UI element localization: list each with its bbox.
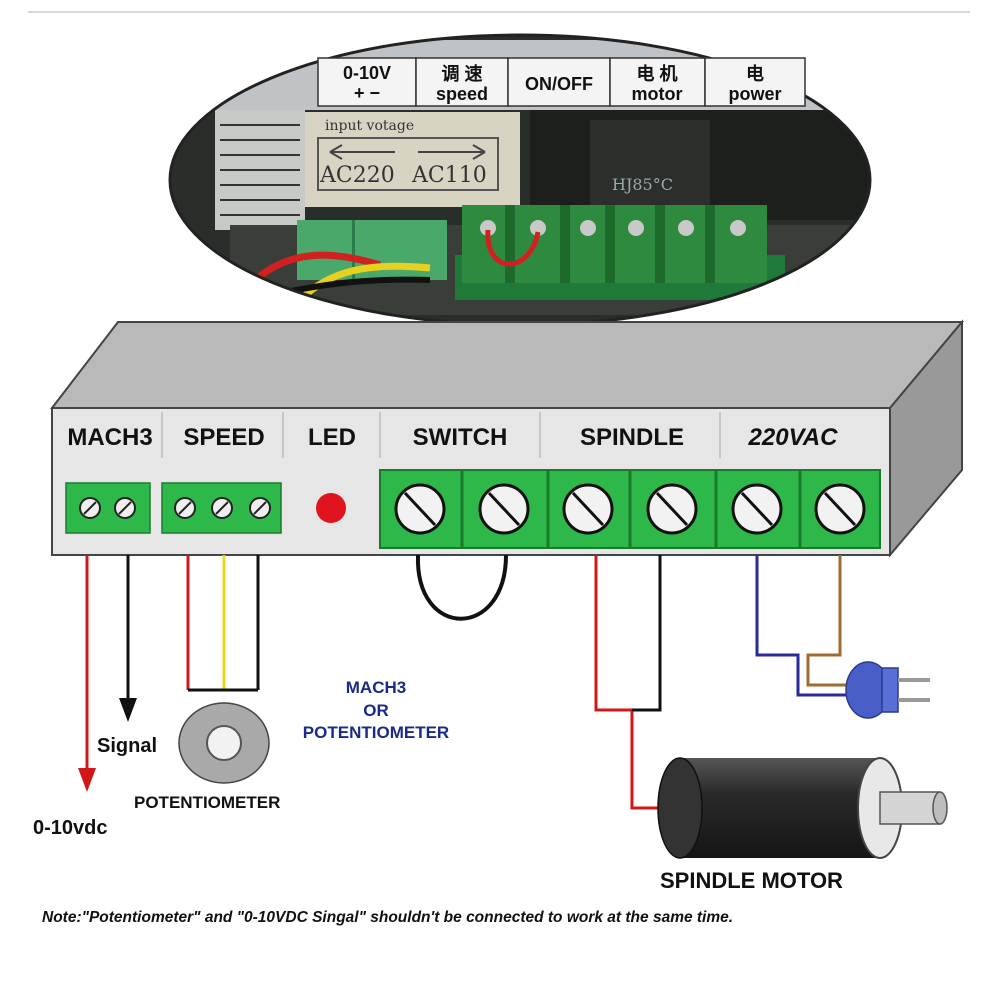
- photo-label-3-top: 电 机: [636, 63, 677, 84]
- ac-power-wires: [755, 555, 858, 697]
- mach3-wires: [78, 555, 137, 792]
- section-speed: SPEED: [183, 424, 264, 451]
- photo-label-3-bottom: motor: [632, 84, 683, 104]
- arrow-down-icon: [119, 698, 137, 722]
- mach3-or-pot-line1: MACH3: [346, 678, 406, 697]
- panel-section-labels: [161, 412, 721, 458]
- photo-label-2-top: ON/OFF: [525, 74, 593, 94]
- spindle-motor-label: SPINDLE MOTOR: [660, 868, 843, 893]
- voltage-label: 0-10vdc: [33, 817, 108, 839]
- photo-label-4-top: 电: [746, 63, 764, 84]
- controller-photo-inset: 0-10V + − 调 速 speed ON/OFF 电 机 motor 电 p…: [168, 33, 872, 327]
- section-spindle: SPINDLE: [580, 424, 684, 451]
- warning-note: Note:"Potentiometer" and "0-10VDC Singal…: [42, 909, 733, 926]
- power-plug-icon: [845, 661, 930, 719]
- section-mach3: MACH3: [67, 424, 152, 451]
- mach3-or-pot-line2: OR: [363, 701, 389, 720]
- ac220-label: AC220: [319, 163, 395, 188]
- speed-wires: [186, 555, 260, 692]
- photo-label-strip: [317, 57, 806, 107]
- speed-terminal: [161, 482, 282, 534]
- photo-label-0-bottom: + −: [354, 83, 380, 103]
- potentiometer-icon: [178, 702, 270, 784]
- mach3-terminal: [65, 482, 151, 534]
- mach3-or-pot-line3: POTENTIOMETER: [303, 723, 449, 742]
- input-voltage-label: input votage: [325, 118, 414, 134]
- photo-label-4-bottom: power: [728, 84, 781, 104]
- section-led: LED: [308, 424, 356, 451]
- ac110-label: AC110: [411, 163, 487, 188]
- signal-label: Signal: [97, 735, 157, 757]
- section-220vac: 220VAC: [748, 424, 839, 451]
- chip-text: HJ85°C: [612, 175, 673, 194]
- potentiometer-label: POTENTIOMETER: [134, 793, 280, 812]
- voltage-arrows-icon: [329, 144, 486, 160]
- arrow-down-icon: [78, 768, 96, 792]
- photo-label-1-bottom: speed: [436, 84, 488, 104]
- photo-label-1-top: 调 速: [441, 63, 482, 84]
- spindle-motor-icon: [657, 757, 948, 859]
- power-terminal-block: [379, 469, 881, 549]
- led-icon: [316, 493, 346, 523]
- photo-label-0-top: 0-10V: [343, 63, 391, 83]
- section-switch: SWITCH: [413, 424, 508, 451]
- spindle-wires: [594, 555, 662, 810]
- switch-jumper-wire: [415, 554, 508, 621]
